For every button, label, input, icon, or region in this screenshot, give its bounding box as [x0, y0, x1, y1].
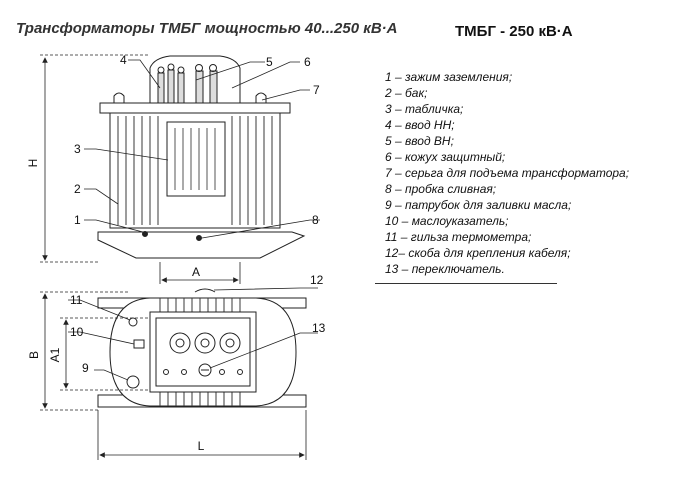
callout-8: 8	[312, 213, 319, 227]
callout-12: 12	[310, 273, 324, 287]
base-skid	[97, 231, 306, 259]
callout-3: 3	[74, 142, 81, 156]
dim-front-width-label: A	[192, 265, 200, 279]
callout-9: 9	[82, 361, 89, 375]
legend-item: 6 – кожух защитный;	[385, 150, 506, 164]
hv-bushings	[195, 64, 218, 104]
oil-gauge	[133, 339, 145, 349]
front-view	[97, 55, 306, 259]
thermometer-sleeve	[128, 317, 138, 327]
hv-bushing-2	[194, 332, 216, 354]
legend-item: 3 – табличка;	[385, 102, 464, 116]
tank-cover	[99, 102, 291, 114]
dim-height-label: H	[26, 159, 40, 168]
callout-2: 2	[74, 182, 81, 196]
legend-item: 10 – маслоуказатель;	[385, 214, 509, 228]
top-callouts	[68, 287, 318, 381]
dim-top-width-label: B	[27, 351, 41, 359]
figure-title: Трансформаторы ТМБГ мощностью 40...250 к…	[16, 20, 398, 37]
hv-bushing-3	[219, 332, 241, 354]
tank-fins	[117, 116, 273, 225]
callout-6: 6	[304, 55, 311, 69]
callout-7: 7	[313, 83, 320, 97]
cable-bracket	[194, 288, 216, 293]
legend-item: 1 – зажим заземления;	[385, 70, 513, 84]
callout-1: 1	[74, 213, 81, 227]
callout-4: 4	[120, 53, 127, 67]
ground-terminal	[142, 231, 148, 237]
lifting-lug-left	[113, 92, 125, 103]
legend-item: 8 – пробка сливная;	[385, 182, 497, 196]
legend-item: 7 – серьга для подъема трансформатора;	[385, 166, 630, 180]
front-callouts	[84, 59, 320, 239]
parts-legend: 1 – зажим заземления; 2 – бак; 3 – табли…	[385, 69, 629, 277]
top-fins	[159, 298, 241, 406]
callout-13: 13	[312, 321, 326, 335]
lifting-lug-right	[255, 92, 267, 103]
legend-item: 5 – ввод ВН;	[385, 134, 454, 148]
lv-bushings	[157, 63, 185, 104]
protective-housing	[149, 55, 241, 103]
callout-10: 10	[70, 325, 84, 339]
legend-item: 4 – ввод НН;	[385, 118, 455, 132]
top-view	[97, 288, 307, 408]
drain-plug	[196, 235, 202, 241]
legend-item: 2 – бак;	[385, 86, 428, 100]
dim-top-length-label: L	[198, 439, 205, 453]
callout-11: 11	[70, 293, 83, 307]
rating-plate-lines	[174, 128, 216, 190]
oil-filler	[126, 375, 140, 389]
front-dimensions	[40, 54, 241, 284]
dim-top-inner-label: A1	[48, 347, 62, 362]
legend-item: 11 – гильза термометра;	[385, 230, 532, 244]
hv-bushing-1	[169, 332, 191, 354]
legend-underline	[375, 283, 557, 284]
top-dimensions	[40, 291, 307, 460]
model-title: ТМБГ - 250 кВ·А	[455, 23, 573, 40]
callout-5: 5	[266, 55, 273, 69]
legend-item: 9 – патрубок для заливки масла;	[385, 198, 572, 212]
legend-item: 13 – переключатель.	[385, 262, 505, 276]
legend-item: 12– скоба для крепления кабеля;	[385, 246, 571, 260]
rating-plate	[166, 121, 226, 197]
